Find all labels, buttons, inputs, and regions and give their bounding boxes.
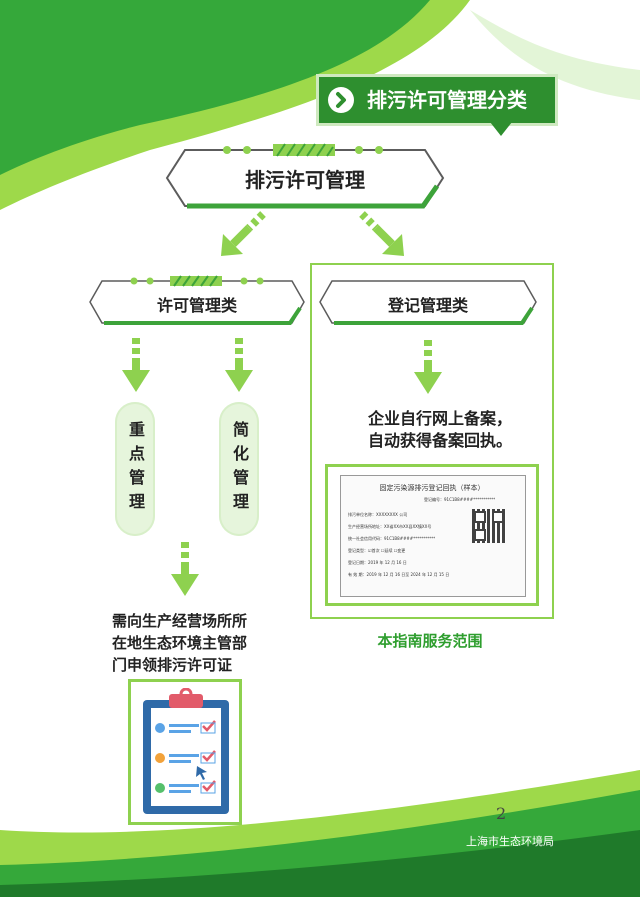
certificate-row: 统一社会信用代码：91C1B8####*********** bbox=[348, 536, 436, 541]
footer-org: 上海市生态环境局 bbox=[466, 835, 554, 848]
register-description-line: 自动获得备案回执。 bbox=[367, 431, 512, 450]
simplified-management-pill: 简化管理 bbox=[219, 402, 259, 536]
certificate-row: 生产经营场所地址：XX省XX市XX县XX镇XX号 bbox=[348, 524, 432, 529]
arrow-down-left-icon bbox=[221, 211, 266, 256]
register-description-line: 企业自行网上备案， bbox=[367, 409, 512, 428]
service-scope-caption: 本指南服务范围 bbox=[377, 632, 483, 650]
top-node-frame bbox=[165, 143, 445, 209]
register-node-label: 登记管理类 bbox=[387, 296, 468, 315]
clipboard-icon bbox=[143, 688, 229, 814]
key-management-label: 重点管理 bbox=[126, 421, 145, 517]
certificate-sample: 固定污染源排污登记回执（样本） 登记编号：91C1B8####*********… bbox=[325, 464, 539, 606]
certificate-row: 登记类型：☑首次 ☐延续 ☐变更 bbox=[348, 548, 406, 553]
section-banner: 排污许可管理分类 bbox=[319, 77, 555, 123]
certificate-row: 登记日期：2019 年 12 月 16 日 bbox=[348, 560, 407, 565]
permit-description-line: 在地生态环境主管部 bbox=[112, 634, 248, 652]
arrow-down-icon bbox=[122, 338, 150, 392]
certificate-rows: 排污单位名称：XXXXXXXX 公司 生产经营场所地址：XX省XX市XX县XX镇… bbox=[348, 509, 470, 581]
permit-description: 需向生产经营场所所 在地生态环境主管部 门申领排污许可证 bbox=[112, 610, 292, 676]
certificate-number: 登记编号：91C1B8####*********** bbox=[424, 497, 496, 502]
arrow-down-icon bbox=[171, 542, 199, 596]
banner-title: 排污许可管理分类 bbox=[367, 88, 527, 112]
simplified-management-label: 简化管理 bbox=[230, 421, 249, 517]
arrow-down-right-icon bbox=[359, 211, 404, 256]
banner-pointer bbox=[490, 122, 512, 136]
register-node-frame bbox=[319, 280, 537, 325]
certificate-row: 有 效 期：2019 年 12 月 16 日至 2024 年 12 月 15 日 bbox=[348, 572, 450, 577]
certificate-row: 排污单位名称：XXXXXXXX 公司 bbox=[348, 512, 408, 517]
chevron-right-icon bbox=[328, 87, 354, 113]
top-node-label: 排污许可管理 bbox=[245, 167, 365, 192]
arrow-down-icon bbox=[225, 338, 253, 392]
permit-node-label: 许可管理类 bbox=[156, 296, 237, 315]
arrow-down-icon bbox=[414, 340, 442, 394]
permit-description-line: 需向生产经营场所所 bbox=[112, 612, 248, 630]
certificate-title: 固定污染源排污登记回执（样本） bbox=[379, 484, 485, 492]
key-management-pill: 重点管理 bbox=[115, 402, 155, 536]
permit-node-frame bbox=[89, 275, 305, 325]
register-description: 企业自行网上备案， 自动获得备案回执。 bbox=[340, 408, 540, 452]
permit-description-line: 门申领排污许可证 bbox=[112, 656, 233, 674]
register-panel bbox=[310, 263, 554, 619]
qr-code-icon bbox=[472, 509, 506, 543]
page-number: 2 bbox=[496, 804, 507, 823]
